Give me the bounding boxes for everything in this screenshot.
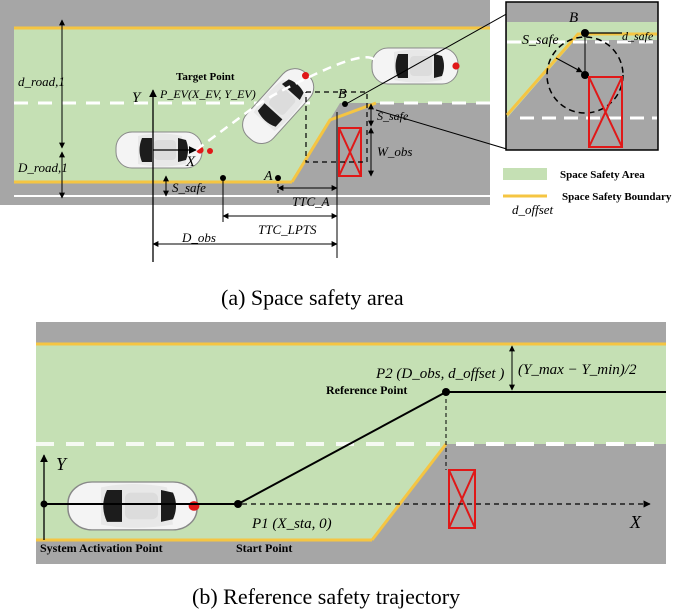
axis-y-label-b: Y: [56, 454, 68, 474]
axis-x-label-a: X: [185, 154, 196, 170]
target-point-formula: P_EV(X_EV, Y_EV): [159, 87, 256, 101]
inset-d-safe-label: d_safe: [622, 29, 654, 43]
legend-swatch-area: [503, 168, 547, 180]
legend-label-boundary: Space Safety Boundary: [562, 191, 672, 203]
ttc-a-label: TTC_A: [292, 194, 330, 209]
D-road-1-label: D_road,1: [17, 160, 68, 175]
system-activation-label: System Activation Point: [40, 541, 163, 555]
reference-trajectory: [44, 391, 666, 505]
point-a-marker: [275, 175, 281, 181]
legend: Space Safety Area Space Safety Boundary …: [503, 168, 672, 217]
half-width-label: (Y_max − Y_min)/2: [518, 362, 637, 378]
target-point-marker: [207, 148, 213, 154]
p1-label: P1 (X_sta, 0): [251, 516, 332, 532]
reference-point-marker: [442, 388, 450, 396]
axis-x-label-b: X: [629, 512, 642, 532]
w-obs-label: W_obs: [377, 144, 412, 159]
point-b-label: B: [338, 87, 347, 102]
obstacle: [338, 127, 362, 177]
start-point-label: Start Point: [236, 541, 292, 555]
inset-s-safe-label: S_safe: [522, 33, 559, 48]
caption-a: (a) Space safety area: [221, 285, 404, 310]
legend-label-area: Space Safety Area: [560, 169, 645, 181]
caption-b: (b) Reference safety trajectory: [192, 584, 460, 609]
ego-vehicle-b: [67, 481, 201, 531]
d-obs-label: D_obs: [181, 230, 216, 245]
system-activation-marker: [40, 500, 48, 508]
ttc-lpts-label: TTC_LPTS: [258, 222, 317, 237]
panel-b: Y X (Y_max − Y_min)/2 P2 (D_obs, d_offse…: [36, 322, 666, 609]
reference-point-label: Reference Point: [326, 383, 407, 397]
inset-point-b-label: B: [569, 10, 578, 26]
axis-y-label-a: Y: [132, 90, 142, 106]
target-point-title: Target Point: [176, 71, 235, 83]
lane-change-trajectory: [195, 56, 378, 152]
point-a-label: A: [263, 169, 273, 184]
point-b-marker: [342, 101, 348, 107]
obstacle-b: [448, 469, 476, 529]
s-safe-label: S_safe: [172, 180, 206, 195]
panel-a: Y X Target Point P_EV(X_EV, Y_EV) A B d_…: [0, 0, 672, 310]
inset-zoom: B S_safe d_safe: [505, 1, 659, 151]
d-offset-label: d_offset: [512, 202, 554, 217]
ego-vehicle-end: [371, 47, 461, 85]
start-point-marker: [234, 500, 242, 508]
s-safe-obs-label: S_safe: [377, 109, 409, 123]
p2-label: P2 (D_obs, d_offset ): [375, 366, 504, 382]
d-road-1-label: d_road,1: [18, 74, 65, 89]
